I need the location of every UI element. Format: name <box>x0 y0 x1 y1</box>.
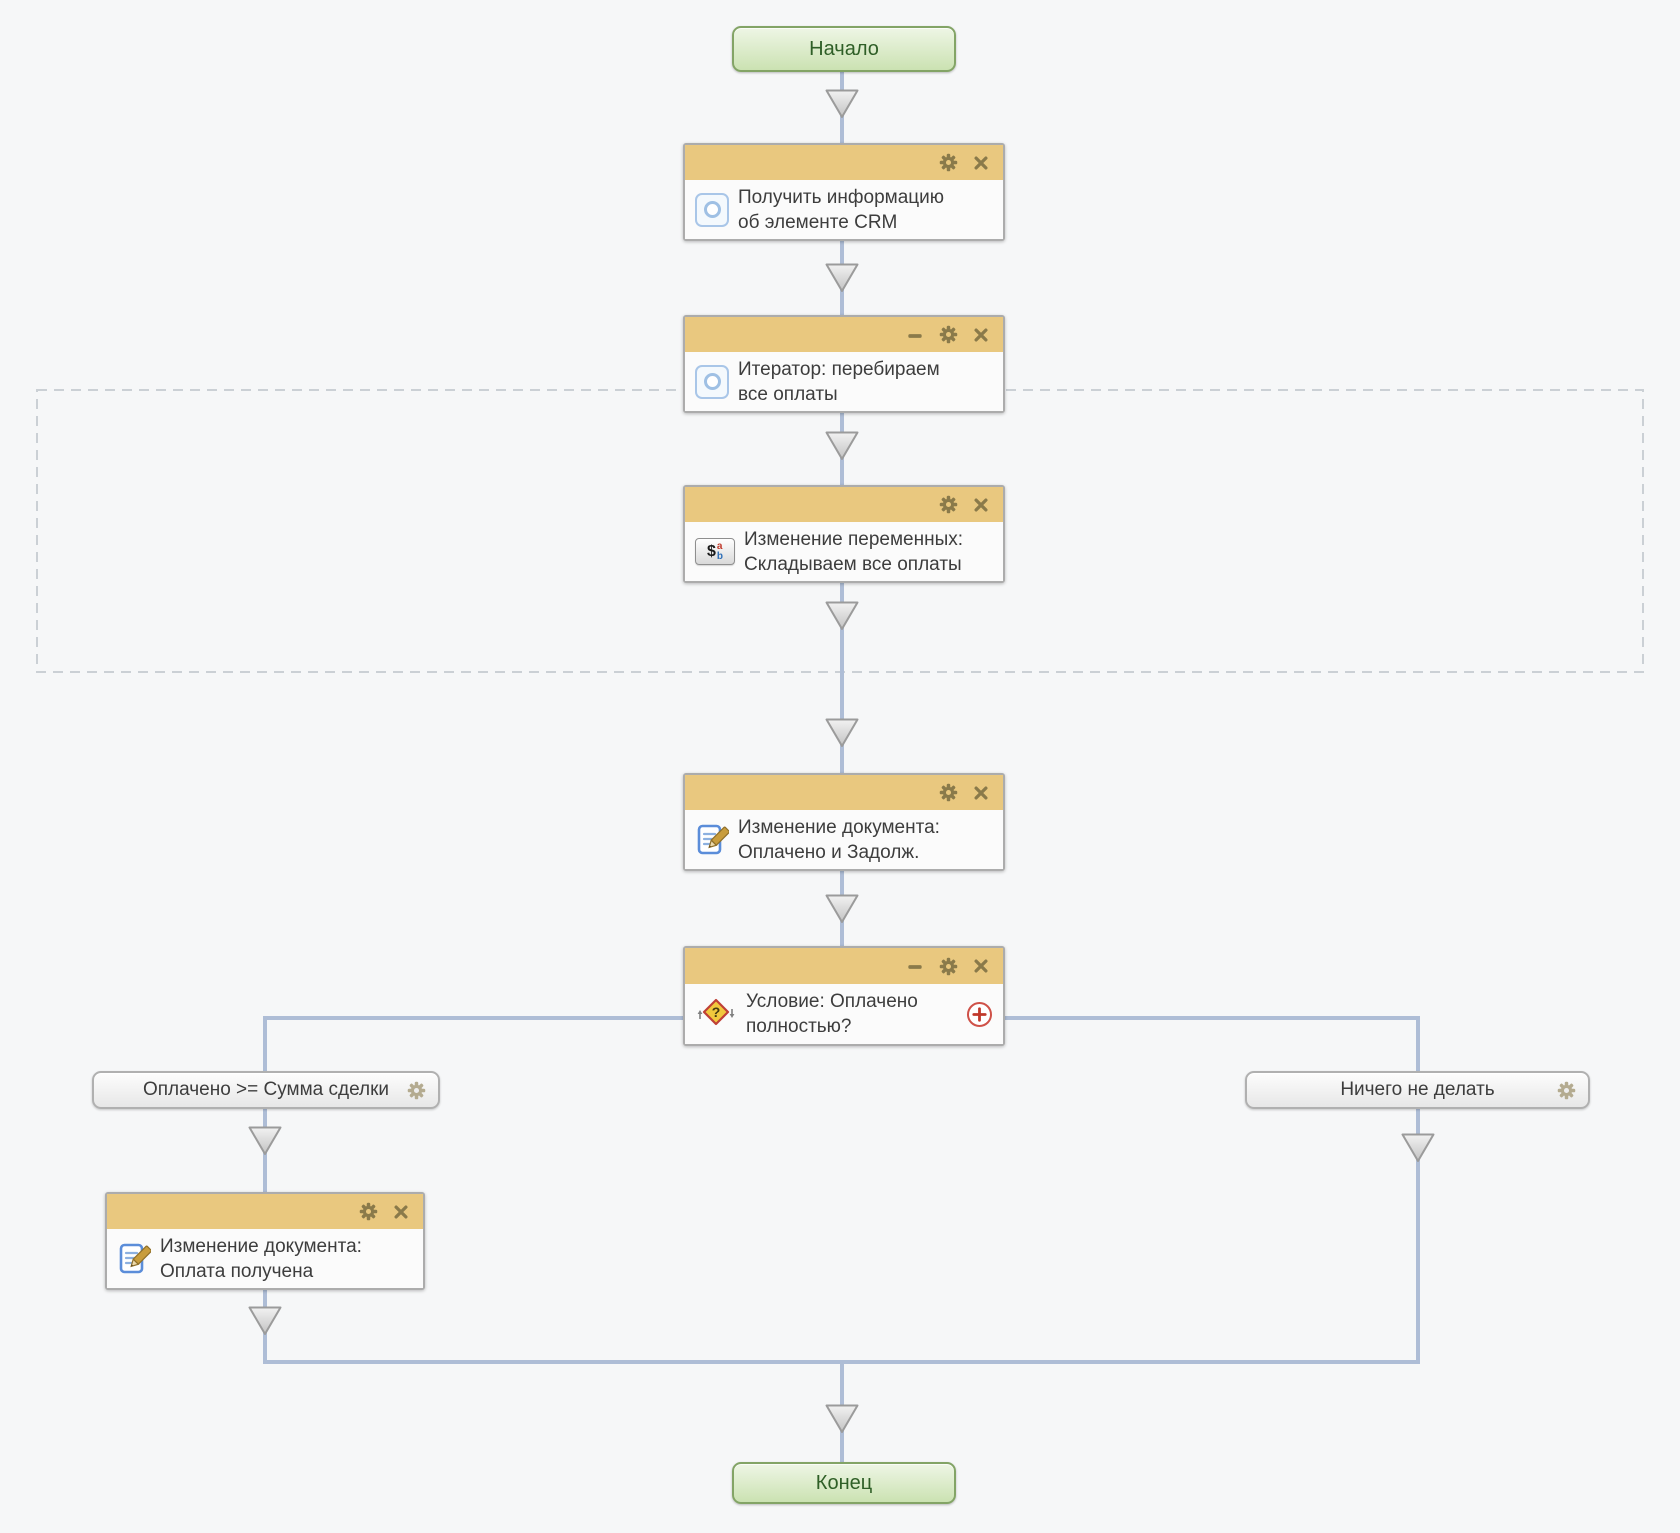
edit-document-icon <box>695 823 729 857</box>
block-condition[interactable]: ? Условие: Оплачено полностью? <box>683 946 1005 1046</box>
condition-icon: ? <box>697 998 735 1026</box>
block-header <box>685 487 1003 522</box>
block-header <box>685 948 1003 984</box>
block-header <box>685 775 1003 810</box>
arrow-down-icon <box>823 262 861 294</box>
connector-line <box>1005 1016 1420 1020</box>
block-title: Изменение переменных: Складываем все опл… <box>744 527 963 577</box>
close-icon[interactable] <box>972 957 990 975</box>
settings-icon[interactable] <box>938 782 959 803</box>
arrow-down-icon <box>823 430 861 462</box>
title-line: Получить информацию <box>738 186 945 208</box>
block-body: ? Условие: Оплачено полностью? <box>685 984 1003 1044</box>
block-get-crm-info[interactable]: Получить информацию об элементе CRM <box>683 143 1005 241</box>
settings-icon[interactable] <box>938 324 959 345</box>
edit-document-icon <box>117 1242 151 1276</box>
node-start: Начало <box>732 26 956 72</box>
block-body: Изменение документа: Оплата получена <box>107 1229 423 1288</box>
settings-icon[interactable] <box>938 152 959 173</box>
branch-label: Ничего не делать <box>1340 1079 1495 1100</box>
collapse-icon[interactable] <box>905 325 925 345</box>
settings-icon[interactable] <box>358 1201 379 1222</box>
block-body: Получить информацию об элементе CRM <box>685 180 1003 239</box>
block-title: Изменение документа: Оплата получена <box>160 1234 362 1284</box>
block-title: Изменение документа: Оплачено и Задолж. <box>738 815 940 865</box>
block-title: Итератор: перебираем все оплаты <box>738 357 940 407</box>
iterator-icon <box>695 364 729 399</box>
block-iterator[interactable]: Итератор: перебираем все оплаты <box>683 315 1005 413</box>
node-end: Конец <box>732 1462 956 1504</box>
block-body: Изменение документа: Оплачено и Задолж. <box>685 810 1003 869</box>
arrow-down-icon <box>823 717 861 749</box>
branch-label: Оплачено >= Сумма сделки <box>142 1079 390 1100</box>
arrow-down-icon <box>823 893 861 925</box>
title-line: Оплата получена <box>160 1260 314 1282</box>
title-line: Складываем все оплаты <box>744 553 962 575</box>
connector-line <box>1416 1016 1420 1071</box>
block-edit-document-paid[interactable]: Изменение документа: Оплачено и Задолж. <box>683 773 1005 871</box>
add-branch-icon[interactable] <box>966 1001 993 1028</box>
close-icon[interactable] <box>972 326 990 344</box>
title-line: об элементе CRM <box>738 211 898 233</box>
crm-item-icon <box>695 192 729 227</box>
block-body: $ a b Изменение переменных: Складываем в… <box>685 522 1003 581</box>
title-line: Изменение переменных: <box>744 528 964 550</box>
block-body: Итератор: перебираем все оплаты <box>685 352 1003 411</box>
node-start-label: Начало <box>809 37 879 60</box>
block-title: Условие: Оплачено полностью? <box>746 989 957 1039</box>
settings-icon[interactable] <box>938 956 959 977</box>
block-header <box>107 1194 423 1229</box>
node-end-label: Конец <box>815 1471 873 1494</box>
arrow-down-icon <box>1399 1132 1437 1164</box>
connector-line <box>1416 1109 1420 1364</box>
arrow-down-icon <box>823 1403 861 1435</box>
block-set-variables[interactable]: $ a b Изменение переменных: Складываем в… <box>683 485 1005 583</box>
svg-text:?: ? <box>712 1004 721 1020</box>
settings-icon[interactable] <box>406 1080 427 1101</box>
variables-icon: $ a b <box>695 538 735 565</box>
title-line: Изменение документа: <box>738 816 940 838</box>
branch-pill-paid-gte-sum[interactable]: Оплачено >= Сумма сделки <box>92 1071 440 1109</box>
arrow-down-icon <box>246 1125 284 1157</box>
connector-line <box>840 583 844 773</box>
block-edit-document-payment-received[interactable]: Изменение документа: Оплата получена <box>105 1192 425 1290</box>
arrow-down-icon <box>823 600 861 632</box>
close-icon[interactable] <box>972 496 990 514</box>
title-line: полностью? <box>746 1016 852 1037</box>
close-icon[interactable] <box>972 784 990 802</box>
branch-pill-do-nothing[interactable]: Ничего не делать <box>1245 1071 1590 1109</box>
settings-icon[interactable] <box>938 494 959 515</box>
block-header <box>685 317 1003 352</box>
settings-icon[interactable] <box>1556 1080 1577 1101</box>
block-title: Получить информацию об элементе CRM <box>738 185 944 235</box>
connector-line <box>263 1016 267 1071</box>
title-line: Итератор: перебираем <box>738 358 940 380</box>
title-line: все оплаты <box>738 383 838 405</box>
title-line: Оплачено и Задолж. <box>738 841 920 863</box>
title-line: Изменение документа: <box>160 1235 362 1257</box>
close-icon[interactable] <box>392 1203 410 1221</box>
collapse-icon[interactable] <box>905 956 925 976</box>
arrow-down-icon <box>246 1305 284 1337</box>
title-line: Условие: Оплачено <box>746 991 918 1012</box>
arrow-down-icon <box>823 88 861 120</box>
close-icon[interactable] <box>972 154 990 172</box>
block-header <box>685 145 1003 180</box>
connector-line <box>263 1016 683 1020</box>
